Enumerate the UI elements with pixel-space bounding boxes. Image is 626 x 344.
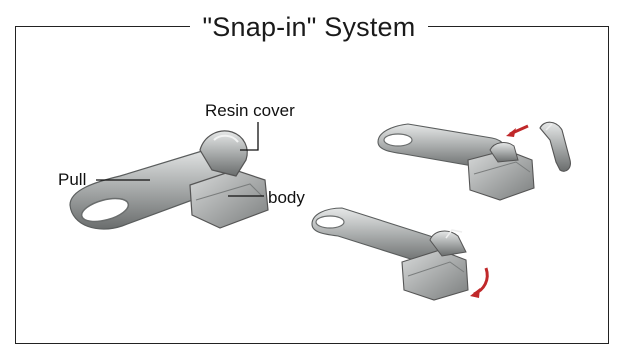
snap-arrow <box>474 268 487 294</box>
detached-resin-cover <box>540 122 570 171</box>
upper-right-zipper <box>378 122 570 200</box>
lower-right-zipper <box>312 208 487 300</box>
body-label: body <box>268 188 305 208</box>
zipper-illustrations <box>0 0 626 336</box>
resin-cover-label: Resin cover <box>205 101 295 121</box>
pull-label: Pull <box>58 170 86 190</box>
